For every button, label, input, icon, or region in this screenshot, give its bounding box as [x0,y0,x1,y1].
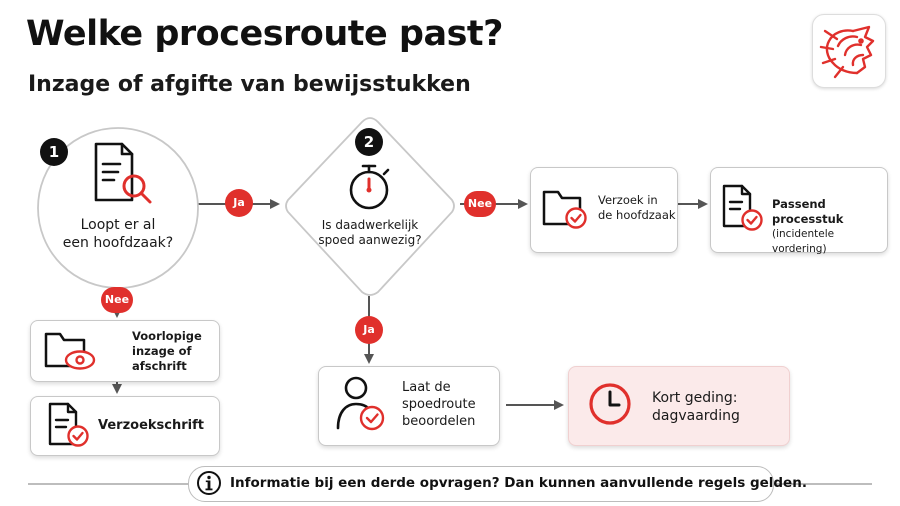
page-subtitle: Inzage of afgifte van bewijsstukken [28,72,471,97]
spoedroute-label: Laat de spoedroute beoordelen [402,380,476,429]
badge-nee-step2: Nee [464,191,496,217]
lion-icon [819,25,875,79]
verzoekschrift-label: Verzoekschrift [98,418,204,433]
folder-check-icon [542,190,587,229]
document-check-icon [48,402,89,447]
step2-number-badge: 2 [355,128,383,156]
document-search-icon [94,142,152,204]
step1-question: Loopt er al een hoofdzaak? [62,217,174,251]
box-verzoek-hoofdzaak [530,167,678,253]
passend-processtuk-label: Passend processtuk (incidentele vorderin… [772,197,844,255]
document-check-icon [722,184,763,231]
box-verzoekschrift [30,396,220,456]
badge-nee-step1: Nee [101,287,133,313]
stopwatch-icon [349,164,390,210]
person-check-icon [336,376,385,431]
page-title: Welke procesroute past? [26,14,503,54]
step2-question: Is daadwerkelijk spoed aanwezig? [318,218,422,247]
verzoek-hoofdzaak-label: Verzoek in de hoofdzaak [598,193,676,222]
folder-eye-icon [44,332,96,370]
step1-number-badge: 1 [40,138,68,166]
voorlopige-inzage-label: Voorlopige inzage of afschrift [132,329,202,373]
box-kort-geding [568,366,790,446]
footer-info-text: Informatie bij een derde opvragen? Dan k… [230,475,807,491]
lion-logo [812,14,886,88]
step2-diamond [285,117,455,296]
footer-info-bar [188,466,774,502]
badge-ja-step1: Ja [225,189,253,217]
kort-geding-label: Kort geding: dagvaarding [652,390,740,424]
box-voorlopige-inzage [30,320,220,382]
footer-divider-left [28,483,188,485]
info-icon [197,471,221,495]
clock-icon [589,383,631,425]
footer-divider-right [772,483,872,485]
badge-ja-step2: Ja [355,316,383,344]
